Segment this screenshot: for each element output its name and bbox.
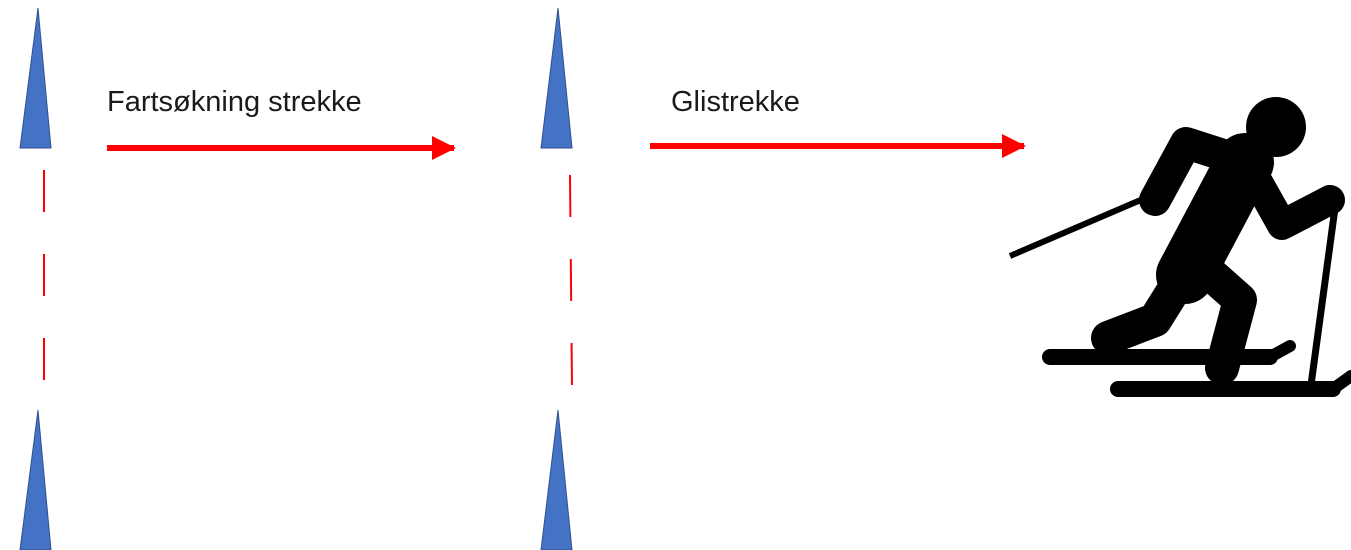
- cone-icon: [19, 7, 52, 149]
- cone-icon: [540, 409, 573, 550]
- cone-icon: [540, 7, 573, 149]
- skier-icon: [1008, 97, 1351, 397]
- acceleration-section-label: Fartsøkning strekke: [107, 86, 362, 118]
- gate-middle-dashed-line: [569, 174, 573, 389]
- gate-start: [19, 7, 52, 550]
- cone-icon: [19, 409, 52, 550]
- gate-middle: [540, 7, 573, 550]
- glide-section-label: Glistrekke: [671, 86, 800, 118]
